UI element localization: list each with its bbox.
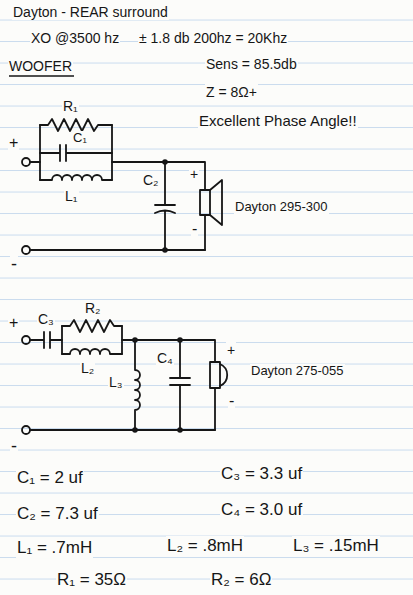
part-name: C₂: [142, 172, 160, 188]
input-terminal: [22, 336, 30, 344]
polarity-mark: +: [8, 314, 19, 332]
junction-dot: [177, 337, 183, 343]
part-value: C₃ = 3.3 uf: [220, 464, 303, 484]
part-name: R₁: [62, 98, 79, 114]
underline: [9, 75, 74, 77]
part-value: R₁ = 35Ω: [56, 570, 127, 590]
part-name: C₁: [72, 131, 88, 146]
note: ± 1.8 db 200hz = 20Khz: [138, 30, 288, 46]
inductor-symbol: [135, 340, 140, 430]
wire: [112, 162, 205, 190]
inductor-symbol: [62, 349, 122, 354]
resistor-symbol: [62, 320, 122, 332]
part-name: R₂: [84, 300, 102, 316]
part-name: L₃: [108, 374, 124, 390]
part-name: L₁: [64, 188, 79, 204]
part-name: C₄: [156, 350, 174, 366]
polarity-mark: -: [191, 220, 198, 238]
junction-dot: [162, 159, 168, 165]
note: XO @3500 hz: [30, 30, 120, 46]
wire: [40, 125, 112, 180]
capacitor-symbol: [30, 332, 62, 348]
wire: [30, 429, 215, 431]
polarity-mark: +: [226, 342, 236, 358]
junction-dot: [132, 337, 138, 343]
junction-dot: [162, 247, 168, 253]
part-name: L₂: [80, 360, 95, 376]
note: Z = 8Ω+: [205, 84, 258, 100]
tweeter-symbol: [220, 364, 227, 386]
wire: [204, 215, 206, 250]
part-value: R₂ = 6Ω: [210, 570, 272, 590]
junction-dot: [132, 427, 138, 433]
wire: [214, 388, 216, 430]
polarity-mark: -: [10, 254, 18, 275]
polarity-mark: +: [8, 134, 19, 152]
input-terminal: [22, 426, 30, 434]
part-value: C₂ = 7.3 uf: [16, 504, 99, 524]
resistor-symbol: [40, 119, 112, 131]
section-heading: WOOFER: [8, 58, 73, 74]
polarity-mark: -: [10, 436, 18, 457]
part-value: C₄ = 3.0 uf: [220, 500, 303, 520]
polarity-mark: +: [189, 166, 199, 182]
inductor-symbol: [40, 175, 112, 180]
note: Sens = 85.5db: [205, 56, 298, 72]
part-value: L₃ = .15mH: [292, 536, 380, 556]
input-terminal: [22, 158, 30, 166]
input-terminal: [22, 246, 30, 254]
part-name: C₃: [37, 311, 55, 327]
part-value: L₁ = .7mH: [16, 538, 93, 558]
junction-dot: [177, 427, 183, 433]
note: Excellent Phase Angle!!: [198, 112, 358, 129]
tweeter-symbol: [210, 362, 220, 388]
polarity-mark: -: [228, 392, 235, 410]
speaker-symbol: [200, 190, 210, 215]
wire: [30, 161, 40, 163]
part-value: C₁ = 2 uf: [16, 468, 84, 488]
driver-model: Dayton 275-055: [250, 364, 345, 379]
capacitor-symbol: [40, 145, 112, 161]
page-title: Dayton - REAR surround: [12, 4, 169, 20]
driver-model: Dayton 295-300: [234, 200, 329, 215]
part-value: L₂ = .8mH: [166, 536, 244, 556]
speaker-symbol: [210, 180, 222, 225]
wire: [30, 249, 205, 251]
